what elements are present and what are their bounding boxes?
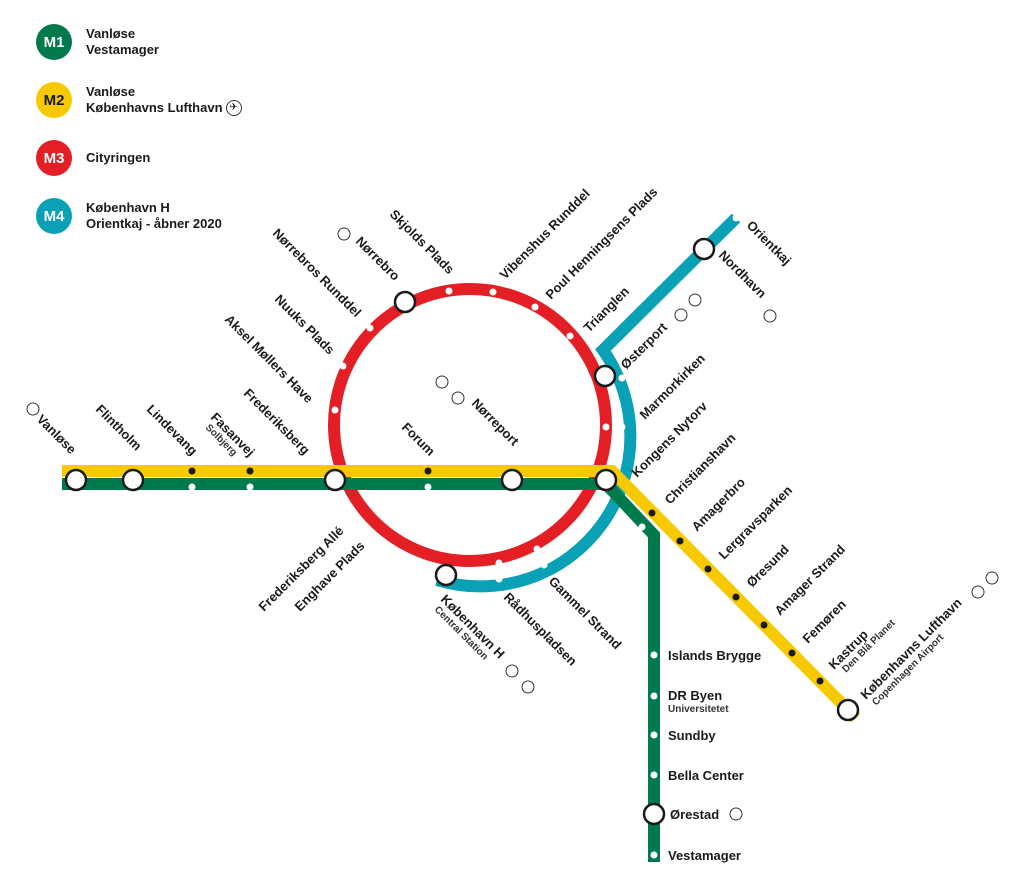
stop-dot[interactable] [648,509,656,517]
stop-dot[interactable] [370,531,378,539]
line-badge-m1: M1 [36,24,72,60]
label-orientkaj: Orientkaj [744,218,794,268]
label-dr-byen-sub: Universitetet [668,704,729,715]
station-frederiksberg[interactable] [323,468,347,492]
bus-icon [521,680,535,694]
stop-dot[interactable] [331,406,339,414]
station-vanlose[interactable] [64,468,88,492]
airplane-icon [971,585,985,599]
train-icon [451,391,465,405]
label-nordhavn: Nordhavn [716,248,770,302]
legend-text: Orientkaj - åbner 2020 [86,216,222,231]
stop-dot[interactable] [602,423,610,431]
stop-dot[interactable] [339,362,347,370]
stop-dot[interactable] [533,545,541,553]
stop-dot[interactable] [676,537,684,545]
legend-text: København H [86,200,170,215]
stop-dot[interactable] [495,575,503,583]
stop-dot[interactable] [188,467,196,475]
station-flintholm[interactable] [121,468,145,492]
stop-dot[interactable] [531,303,539,311]
station-lufthavn[interactable] [836,698,860,722]
legend-text: Københavns Lufthavn [86,99,223,115]
station-kobenhavn-h[interactable] [434,563,458,587]
station-norrebro[interactable] [393,290,417,314]
label-bella-center: Bella Center [668,768,744,783]
train-icon [674,308,688,322]
line-badge-m2: M2 [36,82,72,118]
train-icon [435,375,449,389]
train-icon [505,664,519,678]
label-norrebro: Nørrebro [353,234,403,284]
stop-dot[interactable] [366,324,374,332]
label-lindevang: Lindevang [144,402,201,459]
train-icon [763,309,777,323]
line-badge-m3: M3 [36,140,72,176]
stop-dot[interactable] [246,483,254,491]
stop-dot[interactable] [352,519,360,527]
stop-dot[interactable] [618,423,626,431]
stop-dot[interactable] [495,559,503,567]
label-flintholm: Flintholm [93,402,145,454]
stop-dot[interactable] [816,677,824,685]
label-poul: Poul Henningsens Plads [543,184,661,302]
stop-dot[interactable] [650,651,658,659]
stop-dot[interactable] [638,523,646,531]
line-m3-ring [328,283,612,567]
legend-text: Vanløse [86,83,136,99]
label-orestad: Ørestad [670,807,719,822]
train-icon [985,571,999,585]
bus-icon [729,807,743,821]
stop-dot[interactable] [540,561,548,569]
stop-dot[interactable] [704,565,712,573]
stop-dot[interactable] [732,593,740,601]
label-femoren: Femøren [800,597,849,646]
train-icon [337,227,351,241]
stop-dot[interactable] [246,467,254,475]
stop-dot[interactable] [650,771,658,779]
stop-dot[interactable] [188,483,196,491]
label-islands-brygge: Islands Brygge [668,648,761,663]
stop-dot[interactable] [489,288,497,296]
stop-dot[interactable] [788,649,796,657]
stop-dot[interactable] [732,214,740,222]
legend-m3: M3 Cityringen [36,140,242,176]
legend-text: Cityringen [86,150,151,165]
train-icon [26,402,40,416]
stop-dot[interactable] [650,692,658,700]
label-amagerbro: Amagerbro [689,474,749,534]
legend-text: Vanløse [86,26,136,41]
stop-dot[interactable] [760,621,768,629]
label-norreport: Nørreport [469,396,522,449]
station-nordhavn[interactable] [692,237,716,261]
station-kongens-nytorv[interactable] [594,468,618,492]
stop-dot[interactable] [650,851,658,859]
label-forum: Forum [399,420,438,459]
label-vanlose: Vanløse [34,412,79,457]
label-oresund: Øresund [744,542,792,590]
label-vestamager: Vestamager [668,848,741,863]
station-osterport[interactable] [593,364,617,388]
stop-dot[interactable] [445,287,453,295]
line-m4 [435,213,741,593]
stop-dot[interactable] [424,483,432,491]
stop-dot[interactable] [424,467,432,475]
station-orestad[interactable] [642,802,666,826]
line-badge-m4: M4 [36,198,72,234]
stop-dot[interactable] [650,731,658,739]
stop-dot[interactable] [566,332,574,340]
station-norreport[interactable] [500,468,524,492]
label-sundby: Sundby [668,728,716,743]
legend-text: Vestamager [86,42,159,57]
airplane-icon: ✈ [225,100,242,117]
bus-icon [688,293,702,307]
label-nuuks: Nuuks Plads [272,292,338,358]
stop-dot[interactable] [618,374,626,382]
label-dr-byen: DR Byen [668,688,722,703]
